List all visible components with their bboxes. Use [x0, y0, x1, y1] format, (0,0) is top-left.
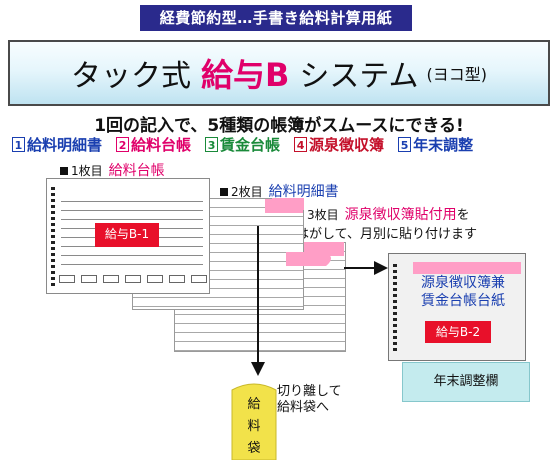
sheet3-name: 源泉徴収簿貼付用	[344, 207, 457, 223]
title-part4: (ヨコ型)	[426, 65, 488, 84]
feature-item: 5 年末調整	[398, 134, 473, 155]
cut-note: 切り離して 給料袋へ	[277, 384, 342, 416]
sheet1-name: 給料台帳	[108, 163, 165, 179]
title-part1: タック式	[70, 59, 191, 94]
cut-note-line1: 切り離して	[277, 384, 342, 399]
feature-item: 2 給料台帳	[116, 134, 191, 155]
feature-item: 1 給料明細書	[12, 134, 102, 155]
feature-number: 3	[205, 136, 219, 152]
sheet1-badge: 給与B-1	[95, 223, 159, 247]
ledger-badge: 給与B-2	[425, 321, 491, 343]
feature-number: 1	[12, 136, 25, 152]
product-title: タック式 給与B システム (ヨコ型)	[8, 40, 550, 106]
feature-label: 賃金台帳	[220, 135, 281, 154]
feature-list: 1 給料明細書 2 給料台帳 3 賃金台帳 4 源泉徴収簿 5 年末調整	[12, 133, 552, 155]
pink-tab-connector	[272, 198, 331, 266]
sheet1-footer-boxes	[59, 275, 207, 283]
arrow-down-icon	[251, 226, 265, 376]
sheet1-form: 給与B-1	[46, 178, 210, 294]
feature-item: 3 賃金台帳	[205, 134, 280, 155]
feature-label: 源泉徴収簿	[309, 135, 385, 154]
year-end-adjustment-box: 年末調整欄	[402, 362, 530, 402]
sheet1-order: 1枚目	[71, 164, 103, 178]
feature-label: 給料明細書	[27, 135, 103, 154]
sheet2-label: 2枚目給料明細書	[220, 181, 339, 201]
top-banner-emphasis: 給料計算用紙	[299, 9, 393, 27]
ledger-pink-strip	[413, 262, 521, 274]
envelope-label: 給 料 袋	[232, 394, 276, 460]
top-banner: 経費節約型…手書き給料計算用紙	[140, 5, 412, 31]
ledger-mount-sheet: 源泉徴収簿兼 賃金台帳台紙 給与B-2	[388, 253, 526, 361]
feature-label: 給料台帳	[131, 135, 192, 154]
sheet3-suffix: を	[456, 208, 470, 223]
sheet3-instruction: はがして、月別に貼り付けます	[296, 227, 477, 242]
ledger-title: 源泉徴収簿兼 賃金台帳台紙	[403, 274, 523, 310]
arrow-right-icon	[344, 261, 388, 275]
feature-number: 4	[294, 136, 308, 152]
bullet-square-icon	[220, 188, 228, 196]
top-banner-prefix: 経費節約型…手書き	[159, 9, 300, 27]
sheet2-name: 給料明細書	[268, 184, 339, 200]
title-part3: システム	[299, 59, 419, 94]
feature-item: 4 源泉徴収簿	[294, 134, 384, 155]
feature-label: 年末調整	[413, 135, 474, 154]
perforation-left	[393, 264, 397, 352]
feature-number: 2	[116, 136, 130, 152]
cut-note-line2: 給料袋へ	[277, 400, 330, 415]
envelope-icon	[231, 383, 277, 460]
sheet1-label: 1枚目給料台帳	[60, 160, 165, 180]
envelope-char: 料	[247, 419, 261, 434]
tagline: 1回の記入で、5種類の帳簿がスムースにできる!	[94, 116, 464, 136]
envelope-char: 袋	[247, 441, 261, 456]
sheet3-order: 3枚目	[307, 208, 339, 222]
feature-number: 5	[398, 136, 412, 152]
ledger-title-line2: 賃金台帳台紙	[421, 293, 505, 309]
sheet2-order: 2枚目	[231, 185, 263, 199]
title-part2: 給与B	[200, 56, 290, 94]
ledger-title-line1: 源泉徴収簿兼	[421, 275, 505, 291]
bullet-square-icon	[60, 167, 68, 175]
envelope-char: 給	[247, 397, 261, 412]
perforation-left	[51, 187, 55, 287]
